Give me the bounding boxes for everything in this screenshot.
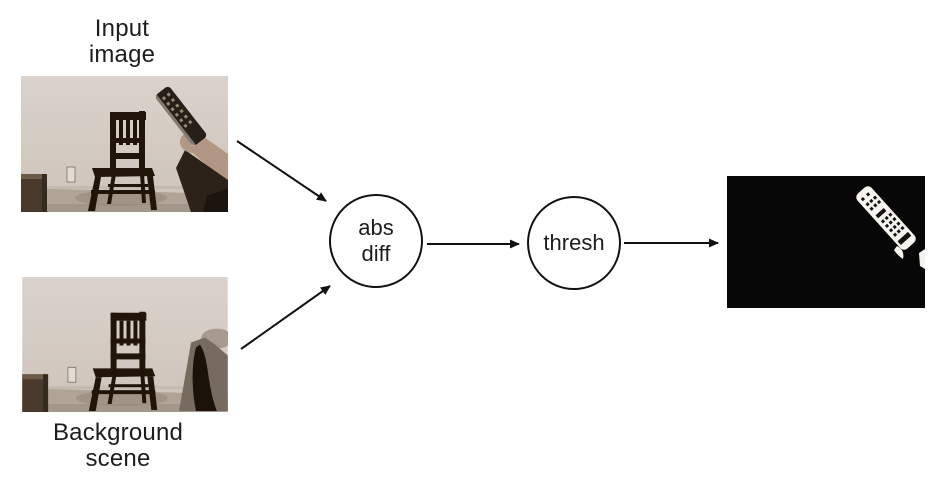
light-switch bbox=[67, 366, 77, 383]
mask-speck-2 bbox=[919, 249, 925, 269]
input-image-label-line1: Input bbox=[94, 15, 150, 42]
input-image-photo bbox=[21, 76, 228, 212]
abs-diff-node-line1: abs bbox=[358, 215, 394, 240]
arrow-background-to-absdiff bbox=[240, 285, 331, 350]
thresh-node: thresh bbox=[527, 196, 621, 290]
background-scene-label: Background scene bbox=[38, 420, 198, 472]
output-mask-image bbox=[727, 176, 925, 308]
background-photo-graphic bbox=[22, 277, 228, 412]
mask-background bbox=[727, 176, 925, 308]
chair-silhouette bbox=[88, 311, 158, 412]
light-switch bbox=[66, 166, 76, 183]
mask-speck-1 bbox=[894, 246, 904, 259]
input-image-label: Input image bbox=[42, 16, 202, 68]
background-scene-label-line1: Background bbox=[52, 419, 184, 446]
input-photo-graphic bbox=[21, 76, 228, 212]
side-table-box bbox=[21, 174, 47, 212]
abs-diff-node: abs diff bbox=[329, 194, 423, 288]
sofa-arm bbox=[179, 328, 228, 412]
thresh-node-label: thresh bbox=[543, 230, 605, 255]
output-mask-graphic bbox=[727, 176, 925, 308]
remote-control bbox=[154, 86, 207, 147]
abs-diff-node-line2: diff bbox=[361, 241, 391, 266]
side-table-box bbox=[22, 374, 49, 412]
chair-silhouette bbox=[88, 111, 157, 211]
background-scene-label-line2: scene bbox=[85, 445, 151, 472]
arrow-input-to-absdiff bbox=[236, 140, 327, 202]
background-scene-photo bbox=[22, 277, 228, 412]
mask-remote-silhouette bbox=[856, 186, 916, 250]
input-image-label-line2: image bbox=[88, 41, 156, 68]
